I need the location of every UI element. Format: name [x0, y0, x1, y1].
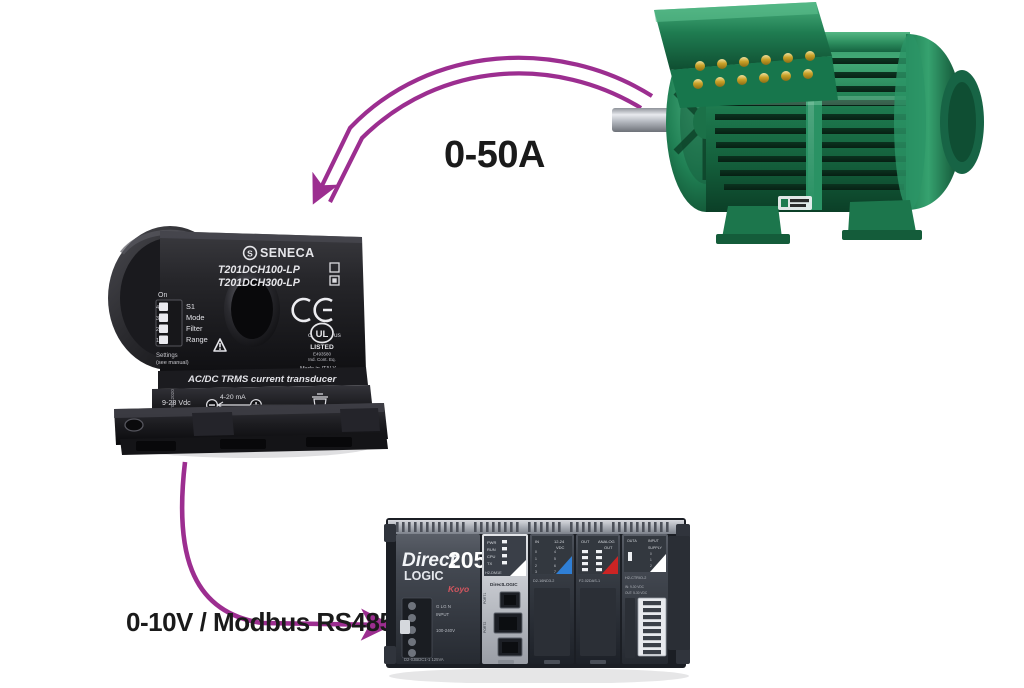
svg-text:0: 0	[535, 550, 537, 554]
svg-text:4-20 mA: 4-20 mA	[220, 394, 246, 401]
svg-text:SUPPLY: SUPPLY	[648, 546, 663, 550]
svg-text:S1: S1	[186, 302, 195, 311]
svg-text:H2-DM1E: H2-DM1E	[485, 571, 502, 575]
ce-mark-icon	[291, 297, 333, 323]
arrow-motor-to-transducer	[312, 55, 654, 205]
svg-text:Koyo: Koyo	[448, 584, 469, 594]
svg-text:7: 7	[554, 570, 556, 574]
label-current-range: 0-50A	[444, 134, 546, 176]
svg-text:D2-16ND3-2: D2-16ND3-2	[533, 579, 554, 583]
svg-text:LOGIC: LOGIC	[404, 569, 444, 583]
ul-listed-mark-icon: UL c us LISTED E493580 Ind. Cont. Eq.	[308, 322, 342, 362]
motor-fan-cowl	[894, 34, 984, 210]
svg-text:1: 1	[535, 557, 537, 561]
svg-text:INPUT: INPUT	[648, 539, 660, 543]
plc-module-combo[interactable]: OUTA INPUT SUPPLY 0 1 2 H2-CTRIO-2 IN: 9-3…	[622, 534, 668, 664]
arrow-transducer-to-plc	[179, 461, 394, 641]
svg-text:S: S	[247, 249, 253, 259]
svg-text:12-24: 12-24	[554, 539, 565, 544]
svg-text:2: 2	[156, 327, 159, 333]
svg-text:100-240V: 100-240V	[436, 628, 455, 633]
svg-text:On: On	[158, 292, 167, 299]
plc-module-power-supply[interactable]: Direct LOGIC 205 Koyo G LG N	[396, 534, 487, 664]
svg-text:CPU: CPU	[487, 554, 496, 559]
svg-text:4: 4	[554, 550, 556, 554]
svg-text:Settings: Settings	[156, 353, 178, 359]
svg-text:DirectLOGIC: DirectLOGIC	[490, 582, 518, 587]
svg-text:9-28 Vdc: 9-28 Vdc	[162, 398, 191, 407]
svg-text:OUTA: OUTA	[627, 539, 637, 543]
cpu-ports[interactable]	[493, 591, 523, 657]
svg-text:Direct: Direct	[402, 550, 457, 571]
svg-text:LISTED: LISTED	[310, 344, 334, 351]
svg-text:G LG N: G LG N	[436, 604, 451, 609]
svg-text:IN: 9-30 VDC: IN: 9-30 VDC	[625, 585, 645, 589]
svg-text:IN: IN	[535, 539, 539, 544]
label-output-signal: 0-10V / Modbus RS485	[126, 607, 394, 637]
svg-text:us: us	[334, 332, 342, 339]
motor-terminal-screws	[693, 51, 815, 89]
svg-text:PORT1: PORT1	[483, 593, 487, 604]
svg-text:AC/DC TRMS current transducer: AC/DC TRMS current transducer	[187, 374, 337, 385]
svg-text:E493580: E493580	[313, 352, 332, 357]
svg-text:PORT2: PORT2	[483, 622, 487, 633]
plc-module-input[interactable]: IN 12-24 VDC 0 1 2 3 4 5 6 7 D2-16ND3-2	[530, 534, 574, 664]
svg-text:OUT: OUT	[581, 539, 590, 544]
dip-switch-block[interactable]: On 43 21 S1 Mode Filte	[155, 292, 208, 366]
svg-text:1: 1	[650, 558, 652, 562]
svg-text:INPUT: INPUT	[436, 612, 449, 617]
svg-text:3: 3	[535, 570, 537, 574]
warning-triangle-icon	[213, 338, 227, 352]
svg-text:VDC: VDC	[556, 545, 565, 550]
svg-text:2: 2	[535, 564, 537, 568]
electric-motor	[610, 0, 1010, 255]
transducer-printing: S SENECA T201DCH100-LP T201DCH300-LP On	[155, 245, 342, 379]
svg-text:PWR: PWR	[487, 540, 496, 545]
svg-text:3: 3	[156, 316, 159, 322]
svg-text:Ind. Cont. Eq.: Ind. Cont. Eq.	[308, 357, 336, 362]
current-transducer: S SENECA T201DCH100-LP T201DCH300-LP On	[100, 213, 400, 458]
plc-module-cpu[interactable]: PWR RUN CPU TX H2-DM1E DirectLOGIC	[482, 534, 528, 664]
svg-text:SENECA: SENECA	[260, 246, 315, 260]
transducer-body	[160, 231, 366, 371]
svg-text:Range: Range	[186, 335, 208, 344]
svg-text:5: 5	[554, 557, 556, 561]
motor-mounting-feet	[716, 200, 922, 244]
svg-text:ET0012020: ET0012020	[170, 389, 175, 413]
svg-text:RUN: RUN	[487, 547, 496, 552]
svg-text:4: 4	[156, 305, 159, 311]
svg-text:TX: TX	[487, 561, 492, 566]
svg-text:Filter: Filter	[186, 324, 203, 333]
svg-text:UL: UL	[316, 329, 329, 340]
motor-terminal-box	[654, 2, 838, 108]
svg-text:D2-03BDC1-1 125VA: D2-03BDC1-1 125VA	[404, 657, 444, 662]
plc-rack: Direct LOGIC 205 Koyo G LG N	[382, 508, 697, 684]
svg-text:2: 2	[650, 564, 652, 568]
svg-text:(see manual): (see manual)	[156, 360, 189, 366]
svg-text:T201DCH100-LP: T201DCH100-LP	[218, 264, 301, 276]
svg-text:OUT: 5-30 VDC: OUT: 5-30 VDC	[625, 591, 648, 595]
svg-text:T201DCH300-LP: T201DCH300-LP	[218, 277, 301, 289]
motor-nameplate	[778, 196, 812, 210]
svg-text:H2-CTRIO-2: H2-CTRIO-2	[625, 576, 646, 580]
din-rail-mount-base	[114, 403, 388, 455]
svg-text:ANALOG: ANALOG	[598, 539, 615, 544]
combo-terminal-block[interactable]	[637, 597, 667, 657]
svg-text:0: 0	[650, 552, 652, 556]
brand-logo: S SENECA	[242, 245, 315, 261]
svg-text:Mode: Mode	[186, 313, 205, 322]
svg-text:1: 1	[156, 338, 159, 344]
svg-text:6: 6	[554, 564, 556, 568]
svg-text:c: c	[308, 332, 312, 339]
svg-text:205: 205	[448, 547, 487, 573]
svg-text:OUT: OUT	[604, 545, 613, 550]
plc-module-output[interactable]: OUT ANALOG OUT F2-02DAS-1	[576, 534, 620, 664]
svg-text:F2-02DAS-1: F2-02DAS-1	[579, 579, 600, 583]
power-terminal-strip[interactable]	[400, 597, 433, 659]
transducer-description-strip: AC/DC TRMS current transducer	[158, 367, 368, 389]
